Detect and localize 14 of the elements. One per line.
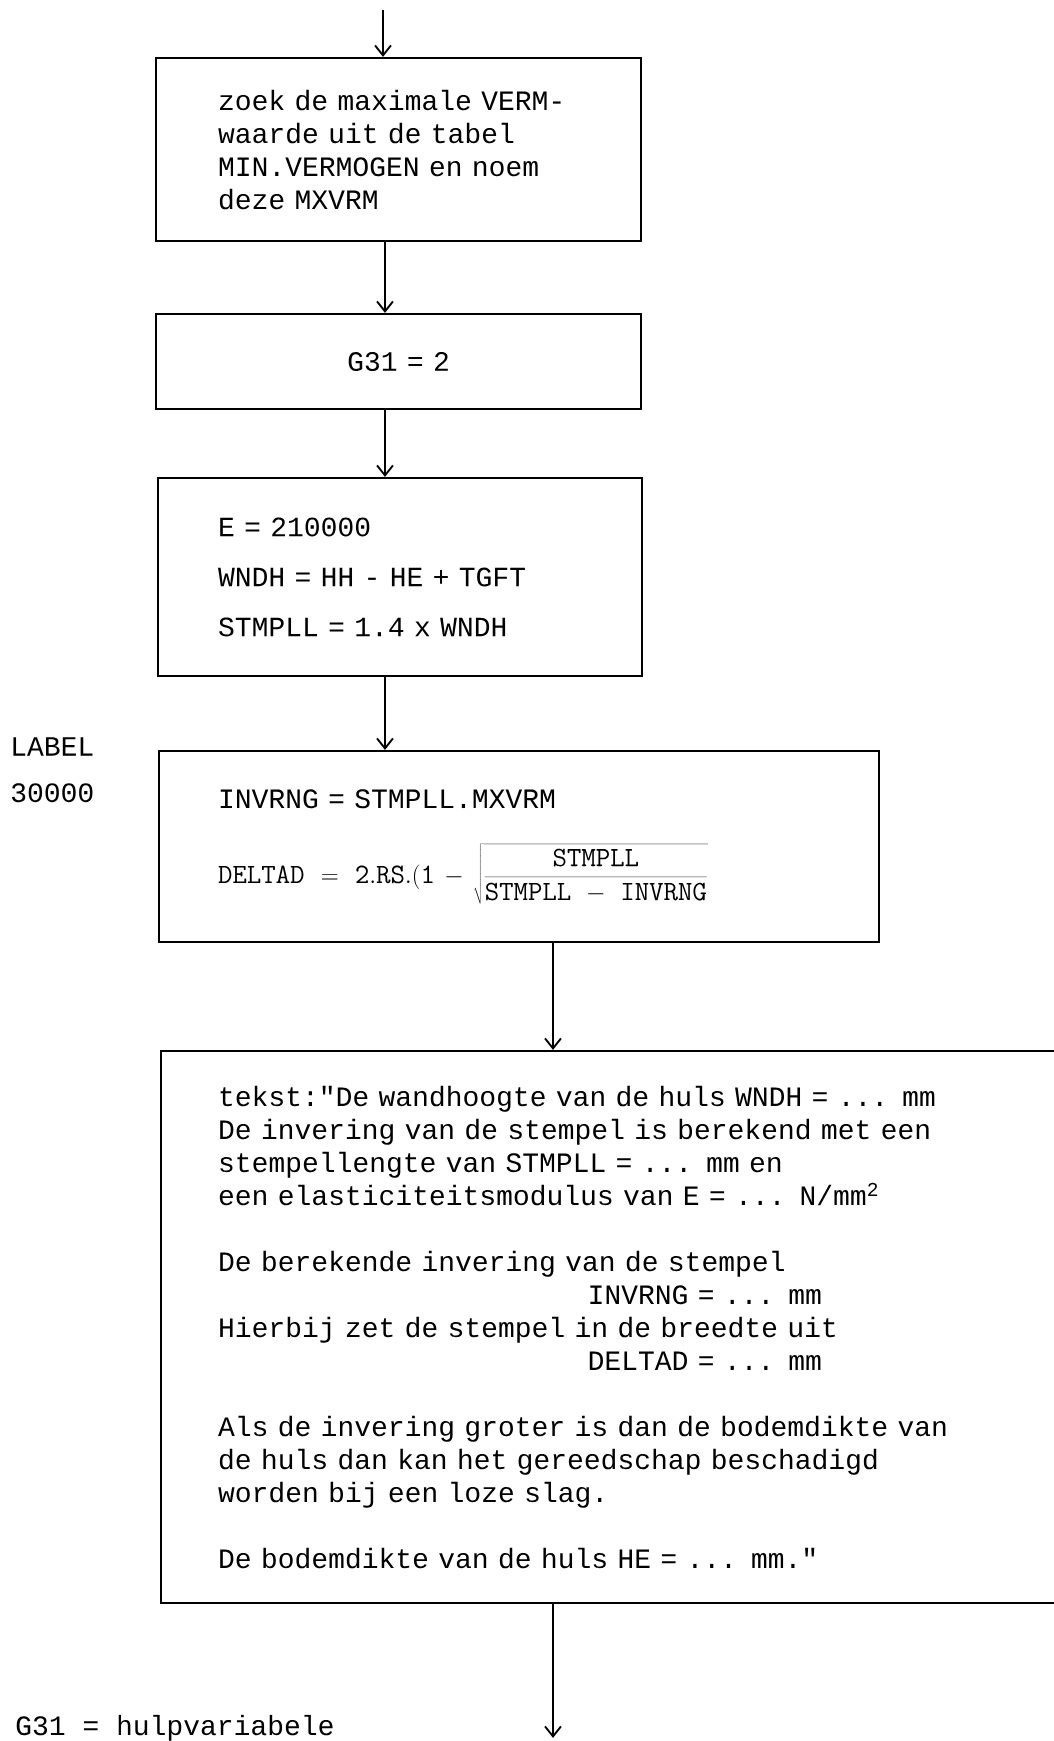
note-text: LABEL	[13, 737, 93, 756]
note-text: G31 = hulpvariabele	[16, 1714, 333, 1741]
process-box: tekst:"De wandhoogte van de huls WNDH = ... mm De invering van de stempel is berekend met een stempellengte van STMPLL = ... mm en een elasticiteitsmodulus van E = ... N/mm$^{2}$ De berekende invering van de stempel INVRNG = ... mm Hierbij zet de stempel in de breedte uit DELTAD = ... mm Als de invering groter is dan de bodemdikte van de huls dan kan het gereedschap beschadigd worden bij een loze slag. De bodemdikte van de huls HE = ... mm."	[160, 1050, 1054, 1604]
arrow	[376, 241, 394, 313]
arrow	[376, 409, 394, 477]
process-box: G31 = 2	[155, 313, 642, 410]
note-text: 30000	[11, 783, 93, 803]
arrow	[544, 1603, 562, 1738]
process-box: E = 210000 WNDH = HH - HE + TGFT STMPLL = 1.4 x WNDH	[157, 477, 643, 677]
arrow	[544, 942, 562, 1050]
process-box: zoek de maximale VERM-waarde uit de tabel MIN.VERMOGEN en noem deze MXVRM	[155, 57, 642, 242]
arrow	[376, 676, 394, 750]
process-box: INVRNG = STMPLL.MXVRM $\mathtt{DELTAD\ =\ 2.RS.(1\ -\ }\sqrt{\frac{\mathtt{STMPLL}}{\mathtt{STMPLL\ -\ INVRNG}}}$	[158, 750, 880, 943]
arrow	[374, 9, 392, 57]
